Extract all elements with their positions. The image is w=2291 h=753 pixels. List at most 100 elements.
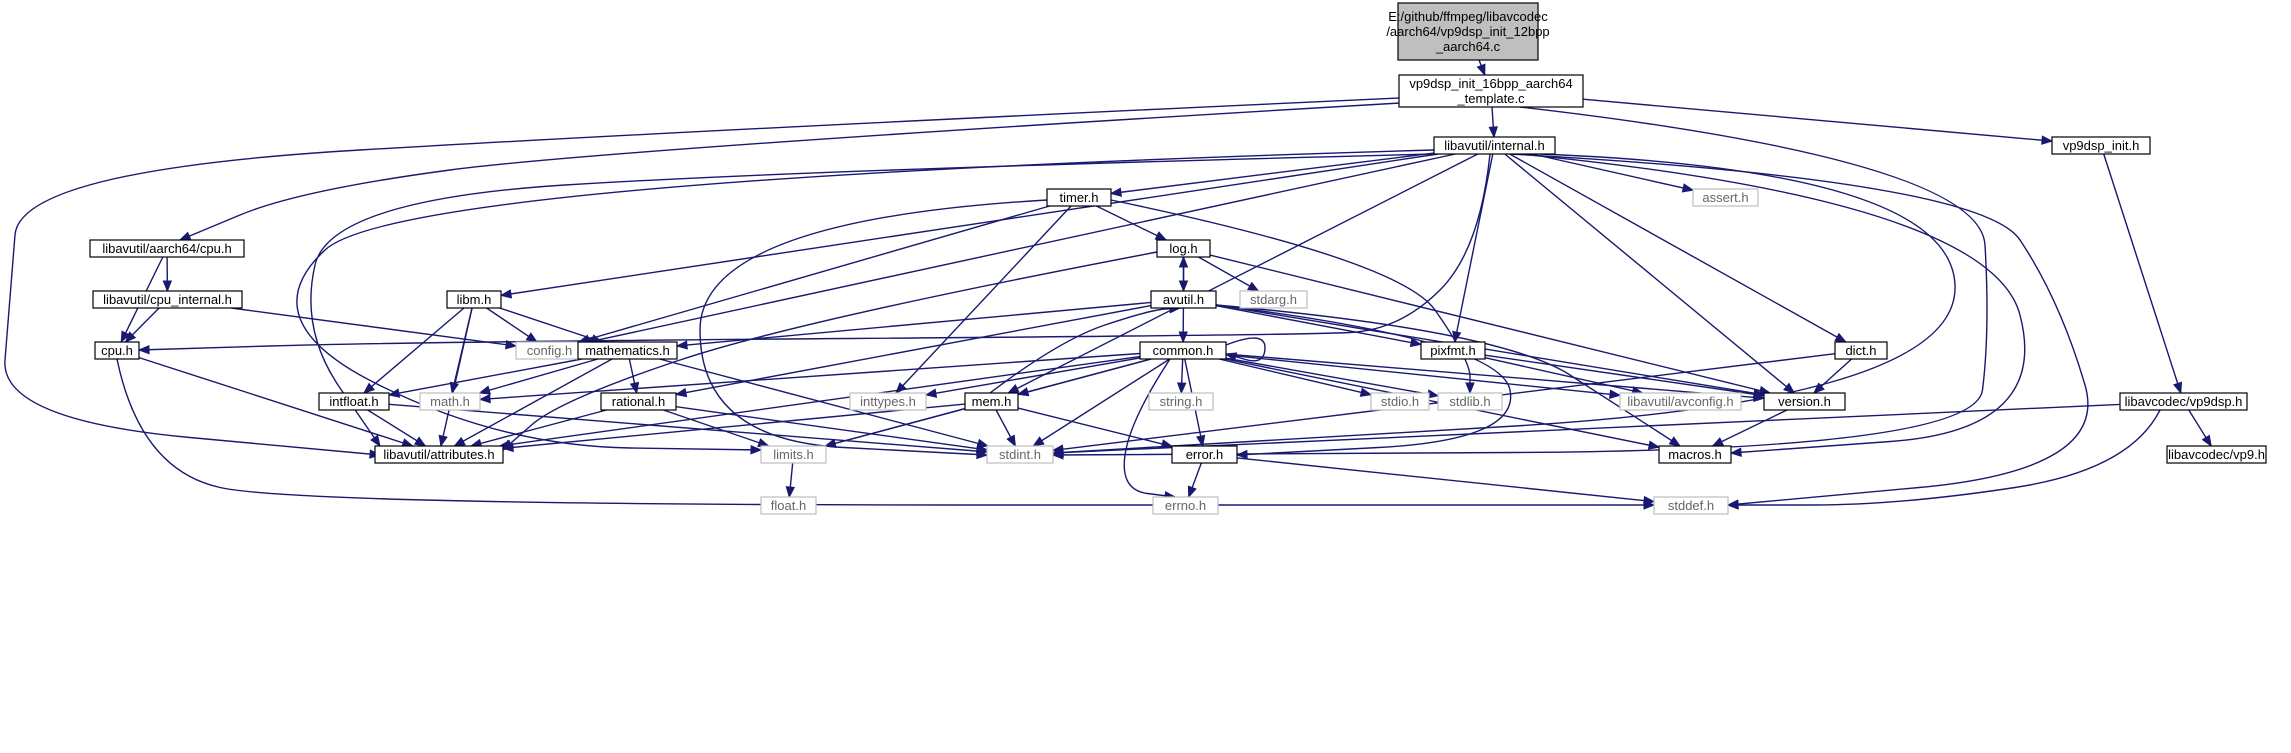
node-dict[interactable]: dict.h xyxy=(1834,341,1888,360)
node-internal[interactable]: libavutil/internal.h xyxy=(1433,136,1556,155)
node-root[interactable]: E:/github/ffmpeg/libavcodec/aarch64/vp9d… xyxy=(1386,2,1550,61)
node-label: mem.h xyxy=(972,394,1012,409)
node-label: E:/github/ffmpeg/libavcodec xyxy=(1388,9,1548,24)
edge-line xyxy=(1198,256,1259,292)
edge-line xyxy=(1484,354,1765,397)
node-macros[interactable]: macros.h xyxy=(1658,445,1732,464)
edge-line xyxy=(582,153,1456,344)
edge-line xyxy=(1519,153,2026,454)
node-intfloat[interactable]: intfloat.h xyxy=(318,392,390,411)
edge-tmpl-to-aacpu xyxy=(178,102,1401,241)
node-attributes[interactable]: libavutil/attributes.h xyxy=(374,445,504,464)
node-label: vp9dsp_init.h xyxy=(2063,138,2140,153)
node-mem[interactable]: mem.h xyxy=(964,392,1019,411)
node-vp9init[interactable]: vp9dsp_init.h xyxy=(2051,136,2151,155)
edge-avutil-to-error xyxy=(1215,304,1512,460)
edge-arrowhead xyxy=(1051,447,1064,458)
edge-line xyxy=(1509,153,2089,506)
node-box xyxy=(2119,392,2248,411)
node-log[interactable]: log.h xyxy=(1156,239,1211,258)
node-box xyxy=(1239,290,1308,309)
edge-arrowhead xyxy=(178,231,192,241)
node-error[interactable]: error.h xyxy=(1171,445,1238,464)
edge-tmpl-to-vp9init xyxy=(1582,98,2054,145)
node-mathematics[interactable]: mathematics.h xyxy=(577,341,678,360)
node-box xyxy=(1658,445,1732,464)
edge-arrowhead xyxy=(370,434,381,448)
node-box xyxy=(94,341,140,360)
node-label: vp9dsp_init_16bpp_aarch64 xyxy=(1409,76,1572,91)
edge-line xyxy=(1582,98,2053,142)
node-common[interactable]: common.h xyxy=(1139,341,1227,360)
node-assert: assert.h xyxy=(1692,188,1759,207)
edge-arrowhead xyxy=(505,339,518,350)
node-version[interactable]: version.h xyxy=(1763,392,1846,411)
edge-arrowhead xyxy=(750,445,763,455)
edge-line xyxy=(1219,358,1372,396)
edge-line xyxy=(1532,153,1694,191)
edge-cpu-to-stddef xyxy=(116,358,1656,510)
node-label: log.h xyxy=(1169,241,1197,256)
edge-avutil-to-common xyxy=(1178,307,1188,344)
node-vp9[interactable]: libavcodec/vp9.h xyxy=(2166,445,2267,464)
edge-arrowhead xyxy=(1681,183,1695,193)
edge-error-to-stddef xyxy=(1236,457,1656,506)
edge-mathematics-to-stdint xyxy=(659,358,990,448)
edge-line xyxy=(1215,304,1422,346)
edge-line xyxy=(1225,353,1765,399)
node-aacpu[interactable]: libavutil/aarch64/cpu.h xyxy=(89,239,245,258)
edge-arrowhead xyxy=(675,340,688,350)
edge-arrowhead xyxy=(124,331,137,343)
edge-arrowhead xyxy=(1195,434,1206,448)
node-libm[interactable]: libm.h xyxy=(446,290,502,309)
edge-timer-to-log xyxy=(1096,205,1168,241)
edge-libm-to-intfloat xyxy=(362,307,465,394)
edge-arrowhead xyxy=(1109,187,1122,197)
edge-line xyxy=(1484,356,1643,394)
edge-arrowhead xyxy=(1726,500,1739,510)
node-string: string.h xyxy=(1148,392,1214,411)
node-rational[interactable]: rational.h xyxy=(600,392,677,411)
node-cpuint[interactable]: libavutil/cpu_internal.h xyxy=(92,290,243,309)
node-pixfmt[interactable]: pixfmt.h xyxy=(1420,341,1486,360)
edge-line xyxy=(1509,153,1847,343)
edge-line xyxy=(1215,304,1765,396)
node-label: libavutil/internal.h xyxy=(1444,138,1544,153)
node-label: string.h xyxy=(1160,394,1203,409)
edge-line xyxy=(989,307,1181,394)
edge-avutil-to-macros xyxy=(1215,304,1682,447)
edge-line xyxy=(659,358,989,447)
edge-line xyxy=(116,358,1654,506)
node-box xyxy=(2166,445,2267,464)
node-cpu[interactable]: cpu.h xyxy=(94,341,140,360)
node-box xyxy=(849,392,927,411)
edge-arrowhead xyxy=(1834,332,1847,343)
node-box xyxy=(1433,136,1556,155)
node-label: limits.h xyxy=(773,447,813,462)
edge-line xyxy=(675,406,988,451)
node-limits: limits.h xyxy=(760,445,827,464)
node-vp9dsp[interactable]: libavcodec/vp9dsp.h xyxy=(2119,392,2248,411)
edge-limits-to-float xyxy=(785,462,796,499)
edge-mem-to-limits xyxy=(823,407,966,448)
edge-common-to-stdio xyxy=(1219,358,1373,397)
node-timer[interactable]: timer.h xyxy=(1046,188,1112,207)
edge-line xyxy=(825,407,966,447)
node-tmpl[interactable]: vp9dsp_init_16bpp_aarch64_template.c xyxy=(1398,74,1584,108)
node-box xyxy=(92,290,243,309)
edge-line xyxy=(179,102,1401,241)
edge-line xyxy=(388,403,988,453)
node-label: stddef.h xyxy=(1668,498,1714,513)
node-avutil[interactable]: avutil.h xyxy=(1150,290,1217,309)
edge-pixfmt-to-version xyxy=(1484,354,1766,399)
node-label: avutil.h xyxy=(1163,292,1204,307)
edge-arrowhead xyxy=(674,387,688,398)
node-box xyxy=(1046,188,1112,207)
edge-line xyxy=(578,205,1050,343)
edge-root-to-tmpl xyxy=(1476,59,1486,77)
node-box xyxy=(600,392,677,411)
node-label: stdio.h xyxy=(1381,394,1419,409)
edge-arrowhead xyxy=(2041,135,2054,145)
node-label: assert.h xyxy=(1702,190,1748,205)
